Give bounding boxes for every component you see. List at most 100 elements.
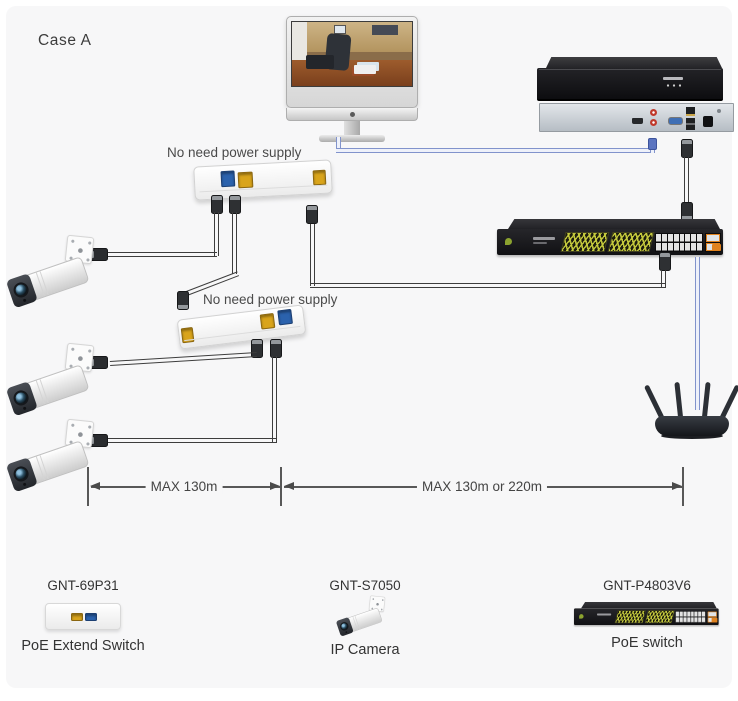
- nvr-led-indicators: [665, 84, 681, 87]
- blue-connector-icon: [648, 138, 657, 150]
- usb-port-icon: [686, 118, 695, 130]
- switch-vent-grille: [607, 232, 655, 252]
- camera1-cable: [107, 252, 217, 257]
- switch-extender1-cable: [310, 283, 666, 288]
- arrow-right-icon: [672, 482, 682, 490]
- arrow-right-icon: [270, 482, 280, 490]
- arrow-left-icon: [284, 482, 294, 490]
- camera-lens-icon: [11, 388, 31, 408]
- legend-item-camera: GNT-S7050 IP Camera: [297, 578, 433, 658]
- case-title: Case A: [38, 32, 92, 49]
- rj45-connector-icon: [681, 139, 693, 158]
- camera3-cable: [107, 438, 277, 443]
- switch-logo-icon: [579, 614, 584, 619]
- legend-caption: PoE switch: [611, 635, 683, 651]
- camera-lens-icon: [338, 620, 350, 632]
- nvr-switch-cable: [684, 157, 689, 204]
- legend-item-switch: GNT-P4803V6 PoE switch: [574, 578, 719, 651]
- extender1-extender2-cable: [232, 212, 237, 274]
- rj45-connector-icon: [306, 205, 318, 224]
- power-socket-icon: [703, 116, 713, 127]
- extender-port-blue: [85, 613, 97, 621]
- switch-router-cable: [695, 257, 700, 410]
- scene-frames: [372, 25, 398, 35]
- poe-extender-icon: [45, 603, 121, 630]
- switch-port-block: [655, 233, 703, 252]
- dimension-label-left: MAX 130m: [145, 479, 223, 494]
- router-body: [655, 416, 729, 436]
- camera-lens-icon: [11, 464, 31, 484]
- switch-top-face: [508, 219, 720, 229]
- legend-caption: IP Camera: [330, 642, 400, 658]
- camera-body: [5, 364, 90, 417]
- switch-vent-grille: [560, 232, 610, 252]
- switch-model-mark: [597, 613, 612, 616]
- ip-camera-icon: [5, 418, 104, 493]
- nvr-brand-mark: [663, 77, 683, 80]
- monitor-stand: [344, 121, 360, 136]
- legend-caption: PoE Extend Switch: [21, 638, 145, 654]
- monitor-logo-icon: [349, 112, 355, 117]
- extender1-note: No need power supply: [167, 145, 302, 160]
- surveillance-monitor-icon: [286, 16, 418, 142]
- extender-port-blue: [220, 170, 236, 188]
- dimension-tick: [280, 467, 282, 506]
- vga-port-icon: [668, 117, 683, 125]
- sfp-slot-icon: [711, 618, 718, 623]
- extender-port-yellow: [237, 171, 254, 189]
- monitor-nvr-cable: [336, 137, 341, 153]
- audio-port-icon: [650, 119, 657, 126]
- nvr-rear-panel: [539, 103, 734, 132]
- ip-camera-icon: [5, 342, 104, 417]
- monitor-base: [319, 135, 385, 142]
- hdmi-port-icon: [632, 118, 643, 124]
- legend-model: GNT-69P31: [47, 578, 119, 593]
- monitor-screen: [291, 21, 413, 87]
- switch-front-panel: [574, 608, 719, 626]
- nvr-top-face: [546, 57, 722, 68]
- poe-switch-icon: [497, 219, 725, 256]
- switch-vent-grille: [644, 610, 675, 624]
- lan-port-icon: [686, 107, 695, 116]
- switch-front-panel: [497, 229, 723, 255]
- switch-model-mark: [533, 242, 547, 244]
- scene-screen: [334, 25, 346, 34]
- nvr-front-panel: [537, 68, 723, 101]
- switch-logo-icon: [505, 238, 512, 245]
- camera-lens-icon: [11, 280, 31, 300]
- rj45-connector-icon: [659, 252, 671, 271]
- nvr-recorder-icon: [537, 57, 734, 137]
- ground-screw-icon: [717, 109, 721, 113]
- camera3-cable: [272, 356, 277, 442]
- dimension-tick: [87, 467, 89, 506]
- wifi-router-icon: [643, 380, 738, 442]
- monitor-chin: [286, 108, 418, 121]
- switch-model-mark: [533, 237, 555, 240]
- switch-port-block: [675, 610, 706, 624]
- switch-top-face: [581, 602, 717, 609]
- camera-body: [335, 607, 383, 637]
- extender-port-yellow: [312, 169, 327, 186]
- rj45-connector-icon: [177, 291, 189, 310]
- extender-port-yellow: [71, 613, 83, 621]
- extender-port-yellow: [180, 326, 195, 344]
- sfp-slot-icon: [712, 244, 721, 251]
- scene-papers: [354, 65, 376, 74]
- dimension-tick: [682, 467, 684, 506]
- extender2-note: No need power supply: [203, 292, 338, 307]
- camera-front: [335, 616, 354, 637]
- scene-printer: [306, 55, 334, 69]
- ip-camera-icon: [335, 595, 391, 637]
- camera-front: [5, 273, 38, 309]
- camera1-cable: [214, 212, 219, 256]
- extender-port-yellow: [259, 312, 276, 330]
- antenna-icon: [702, 381, 711, 418]
- ip-camera-icon: [5, 234, 104, 309]
- camera-front: [5, 457, 38, 493]
- legend-model: GNT-P4803V6: [603, 578, 691, 593]
- switch-vent-grille: [614, 610, 646, 624]
- camera-front: [5, 381, 38, 417]
- ip-camera-icon: [335, 595, 393, 639]
- camera-ir-led: [22, 406, 27, 411]
